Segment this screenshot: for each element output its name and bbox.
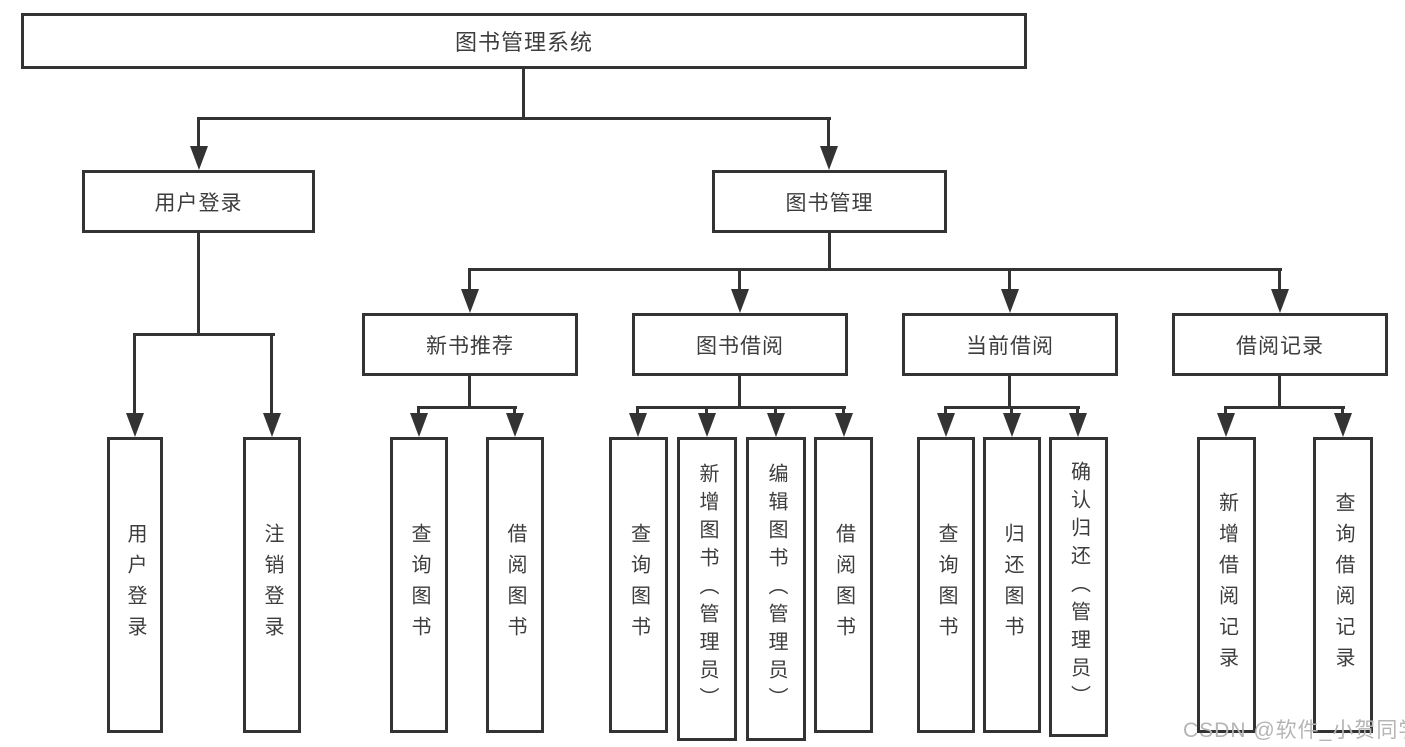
node-borrowing-records: 借阅记录 — [1172, 313, 1388, 376]
leaf-label: 查询图书 — [408, 523, 430, 647]
leaf-label: 归还图书 — [1001, 523, 1023, 647]
connector-line — [133, 333, 275, 336]
connector-line — [1008, 270, 1011, 291]
leaf-return-books: 归还图书 — [983, 437, 1041, 733]
arrow-down-icon — [1271, 289, 1289, 313]
connector-line — [468, 270, 471, 291]
arrow-down-icon — [820, 146, 838, 170]
leaf-confirm-return-admin: 确认归还（管理员） — [1049, 437, 1108, 737]
arrow-down-icon — [1217, 413, 1235, 437]
node-new-book-recommendation: 新书推荐 — [362, 313, 578, 376]
arrow-down-icon — [506, 413, 524, 437]
connector-line — [944, 408, 947, 415]
arrow-down-icon — [461, 289, 479, 313]
connector-line — [774, 408, 777, 415]
node-user-login: 用户登录 — [82, 170, 315, 233]
node-label: 当前借阅 — [966, 334, 1054, 358]
leaf-borrow-books: 借阅图书 — [486, 437, 544, 733]
connector-line — [197, 117, 831, 120]
node-label: 图书管理 — [785, 191, 874, 215]
leaf-label: 用户登录 — [124, 523, 146, 647]
leaf-borrow-books: 借阅图书 — [814, 437, 873, 733]
leaf-label: 查询图书 — [935, 523, 957, 647]
leaf-query-books: 查询图书 — [609, 437, 668, 733]
connector-line — [417, 408, 420, 415]
connector-line — [636, 406, 846, 409]
connector-line — [944, 406, 1080, 409]
connector-line — [1341, 408, 1344, 415]
leaf-query-books: 查询图书 — [917, 437, 975, 733]
node-label: 图书借阅 — [696, 334, 784, 358]
connector-line — [1010, 408, 1013, 415]
connector-line — [1278, 376, 1281, 408]
leaf-label: 查询图书 — [627, 523, 650, 647]
connector-line — [197, 119, 200, 148]
connector-line — [1278, 270, 1281, 291]
leaf-add-books-admin: 新增图书（管理员） — [677, 437, 737, 741]
connector-line — [738, 270, 741, 291]
arrow-down-icon — [937, 413, 955, 437]
connector-line — [636, 408, 639, 415]
node-label: 用户登录 — [154, 191, 243, 215]
arrow-down-icon — [410, 413, 428, 437]
arrow-down-icon — [190, 146, 208, 170]
leaf-edit-books-admin: 编辑图书（管理员） — [746, 437, 806, 741]
leaf-label: 借阅图书 — [832, 523, 855, 647]
arrow-down-icon — [731, 289, 749, 313]
node-label: 新书推荐 — [426, 334, 514, 358]
connector-line — [1224, 406, 1345, 409]
connector-line — [842, 408, 845, 415]
connector-line — [705, 408, 708, 415]
arrow-down-icon — [1003, 413, 1021, 437]
connector-line — [270, 335, 273, 415]
arrow-down-icon — [126, 413, 144, 437]
arrow-down-icon — [835, 413, 853, 437]
leaf-user-login: 用户登录 — [107, 437, 163, 733]
leaf-label: 确认归还（管理员） — [1067, 461, 1090, 713]
connector-line — [1076, 408, 1079, 415]
arrow-down-icon — [1001, 289, 1019, 313]
leaf-label: 查询借阅记录 — [1332, 492, 1354, 678]
leaf-add-borrow-record: 新增借阅记录 — [1197, 437, 1256, 733]
leaf-query-books: 查询图书 — [390, 437, 448, 733]
leaf-logout: 注销登录 — [243, 437, 301, 733]
connector-line — [417, 406, 517, 409]
root-node-label: 图书管理系统 — [454, 30, 593, 55]
connector-line — [1224, 408, 1227, 415]
connector-line — [197, 233, 200, 335]
connector-line — [513, 408, 516, 415]
connector-line — [468, 376, 471, 408]
leaf-label: 新增图书（管理员） — [696, 463, 718, 715]
root-node-library-system: 图书管理系统 — [21, 13, 1027, 69]
connector-line — [1008, 376, 1011, 408]
arrow-down-icon — [263, 413, 281, 437]
node-current-borrowing: 当前借阅 — [902, 313, 1118, 376]
leaf-label: 注销登录 — [261, 523, 283, 647]
connector-line — [133, 335, 136, 415]
connector-line — [827, 119, 830, 148]
csdn-watermark: CSDN @软件_小贺同学 — [1183, 719, 1405, 742]
arrow-down-icon — [1069, 413, 1087, 437]
leaf-query-borrow-record: 查询借阅记录 — [1313, 437, 1373, 733]
node-book-management: 图书管理 — [712, 170, 947, 233]
connector-line — [738, 376, 741, 408]
leaf-label: 编辑图书（管理员） — [765, 463, 787, 715]
leaf-label: 新增借阅记录 — [1215, 492, 1238, 678]
leaf-label: 借阅图书 — [504, 523, 526, 647]
arrow-down-icon — [1334, 413, 1352, 437]
arrow-down-icon — [698, 413, 716, 437]
connector-line — [468, 268, 1282, 271]
connector-line — [522, 69, 525, 119]
node-label: 借阅记录 — [1236, 334, 1324, 358]
arrow-down-icon — [629, 413, 647, 437]
arrow-down-icon — [767, 413, 785, 437]
node-book-borrowing: 图书借阅 — [632, 313, 848, 376]
connector-line — [828, 233, 831, 270]
